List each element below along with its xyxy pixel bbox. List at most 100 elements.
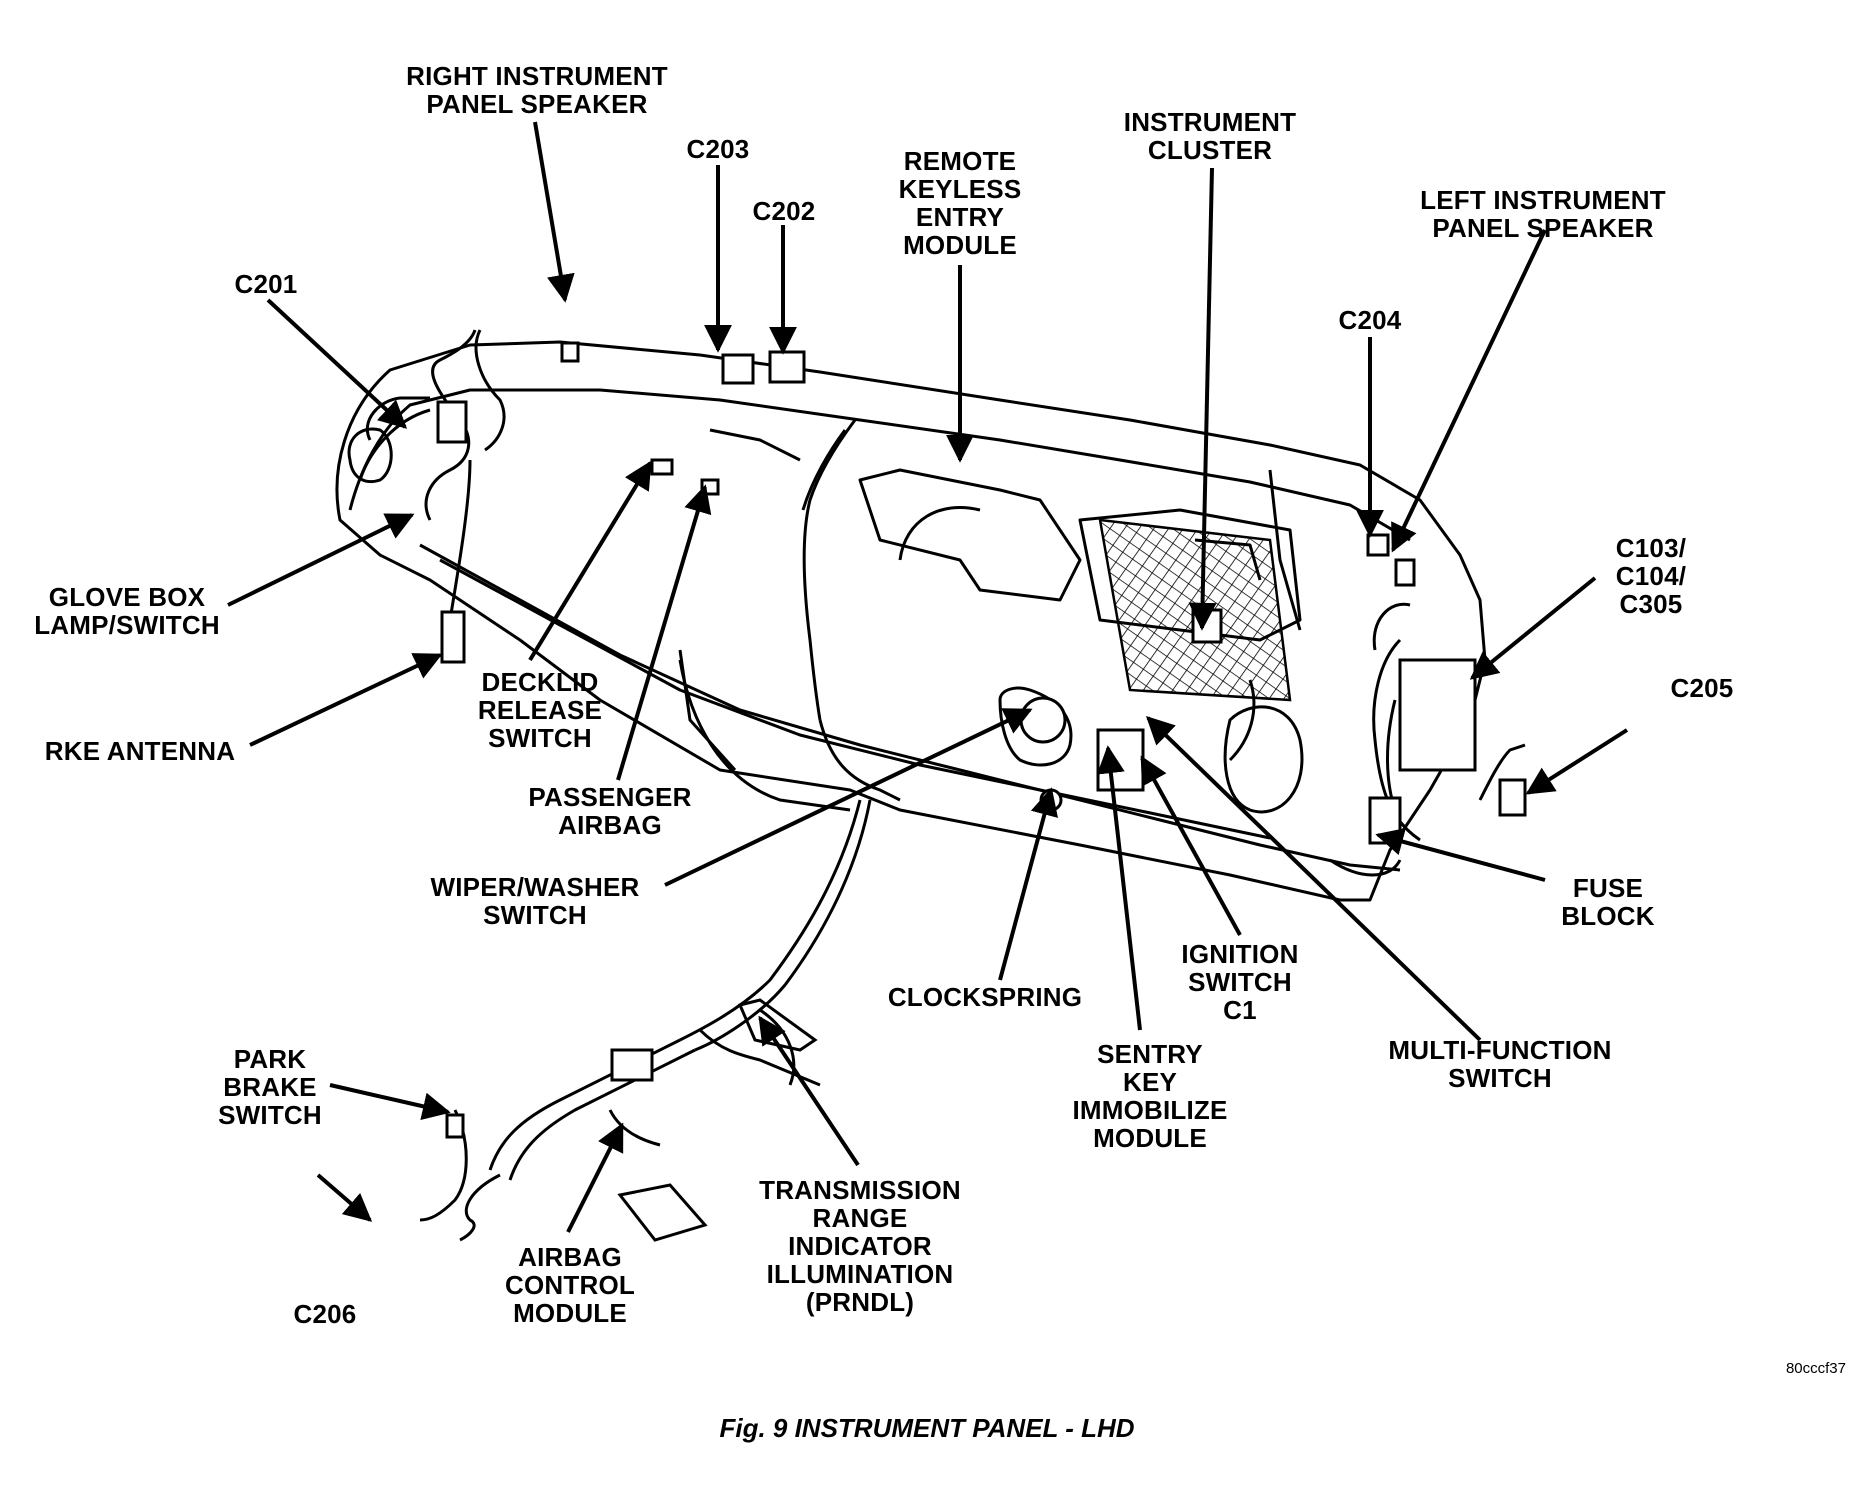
label-line: PARK xyxy=(233,1044,307,1074)
label-line: FUSE xyxy=(1572,873,1644,903)
dashboard-body xyxy=(335,340,1487,902)
label-line: SWITCH xyxy=(218,1100,322,1130)
leader-fuse-block xyxy=(1375,828,1546,882)
label-line: AIRBAG xyxy=(518,1242,622,1272)
leader-ignition xyxy=(1140,755,1242,936)
label-c206: C206 xyxy=(275,1300,375,1328)
label-c103-c104-c305: C103/C104/C305 xyxy=(1596,534,1706,618)
label-line: IGNITION xyxy=(1181,939,1299,969)
label-line: CONTROL xyxy=(505,1270,635,1300)
label-line: LEFT INSTRUMENT xyxy=(1420,185,1666,215)
label-c202: C202 xyxy=(738,197,830,225)
label-rke-antenna: RKE ANTENNA xyxy=(30,737,250,765)
label-line: C205 xyxy=(1670,673,1734,703)
label-line: MODULE xyxy=(1093,1123,1207,1153)
label-line: IMMOBILIZE xyxy=(1072,1095,1228,1125)
label-line: MODULE xyxy=(513,1298,627,1328)
label-line: SWITCH xyxy=(483,900,587,930)
label-line: AIRBAG xyxy=(558,810,662,840)
label-line: RIGHT INSTRUMENT xyxy=(406,61,668,91)
figure-caption: Fig. 9 INSTRUMENT PANEL - LHD xyxy=(719,1413,1135,1443)
label-line: ENTRY xyxy=(915,202,1005,232)
label-c204: C204 xyxy=(1320,306,1420,334)
leader-sentry-key xyxy=(1096,745,1142,1031)
label-line: C201 xyxy=(234,269,298,299)
leader-c206 xyxy=(316,1173,373,1222)
figure-code: 80cccf37 xyxy=(1785,1360,1846,1377)
leader-prndl xyxy=(758,1015,860,1167)
leader-rke-antenna xyxy=(249,653,443,747)
label-line: SENTRY xyxy=(1097,1039,1203,1069)
label-line: CLOCKSPRING xyxy=(887,982,1083,1012)
label-line: KEYLESS xyxy=(898,174,1022,204)
label-line: C206 xyxy=(293,1299,357,1329)
label-line: (PRNDL) xyxy=(805,1287,915,1317)
label-line: SWITCH xyxy=(1188,967,1292,997)
label-line: PASSENGER xyxy=(528,782,692,812)
label-line: INSTRUMENT xyxy=(1123,107,1297,137)
leader-park-brake xyxy=(329,1083,451,1121)
label-line: BLOCK xyxy=(1561,901,1655,931)
leader-wiper-washer xyxy=(664,708,1033,887)
leader-multi-function xyxy=(1145,716,1482,1042)
label-line: C104/ xyxy=(1615,561,1687,591)
leader-left-ip-speaker xyxy=(1391,229,1547,553)
label-c201: C201 xyxy=(220,270,312,298)
leader-passenger-airbag xyxy=(616,484,712,781)
label-line: WIPER/WASHER xyxy=(430,872,640,902)
leader-clockspring xyxy=(998,787,1058,981)
label-c203: C203 xyxy=(672,135,764,163)
label-line: DECKLID xyxy=(481,667,599,697)
label-line: CLUSTER xyxy=(1147,135,1273,165)
label-line: PANEL SPEAKER xyxy=(1432,213,1654,243)
label-clockspring: CLOCKSPRING xyxy=(880,983,1090,1011)
label-line: INDICATOR xyxy=(788,1231,932,1261)
label-line: REMOTE xyxy=(903,146,1017,176)
label-line: C1 xyxy=(1223,995,1257,1025)
leader-c103 xyxy=(1469,576,1597,680)
label-line: GLOVE BOX xyxy=(48,582,206,612)
label-c205: C205 xyxy=(1652,674,1752,702)
leader-lines xyxy=(227,121,1629,1233)
leader-decklid xyxy=(528,460,652,662)
label-line: MULTI-FUNCTION xyxy=(1388,1035,1612,1065)
label-line: BRAKE xyxy=(223,1072,317,1102)
label-line: C305 xyxy=(1619,589,1683,619)
label-line: RANGE xyxy=(812,1203,908,1233)
label-line: PANEL SPEAKER xyxy=(426,89,648,119)
label-line: TRANSMISSION xyxy=(759,1175,961,1205)
label-line: C203 xyxy=(686,134,750,164)
label-line: SWITCH xyxy=(488,723,592,753)
label-line: C202 xyxy=(752,196,816,226)
leader-airbag-control xyxy=(566,1122,624,1233)
leader-c205 xyxy=(1525,728,1629,795)
label-line: C103/ xyxy=(1615,533,1687,563)
label-line: KEY xyxy=(1122,1067,1178,1097)
label-line: C204 xyxy=(1338,305,1402,335)
label-line: RELEASE xyxy=(477,695,603,725)
label-line: RKE ANTENNA xyxy=(44,736,236,766)
label-line: SWITCH xyxy=(1448,1063,1552,1093)
leader-instrument-cluster xyxy=(1188,167,1217,631)
leader-right-ip-speaker xyxy=(533,121,575,303)
label-line: ILLUMINATION xyxy=(766,1259,954,1289)
label-line: LAMP/SWITCH xyxy=(34,610,220,640)
label-line: MODULE xyxy=(903,230,1017,260)
